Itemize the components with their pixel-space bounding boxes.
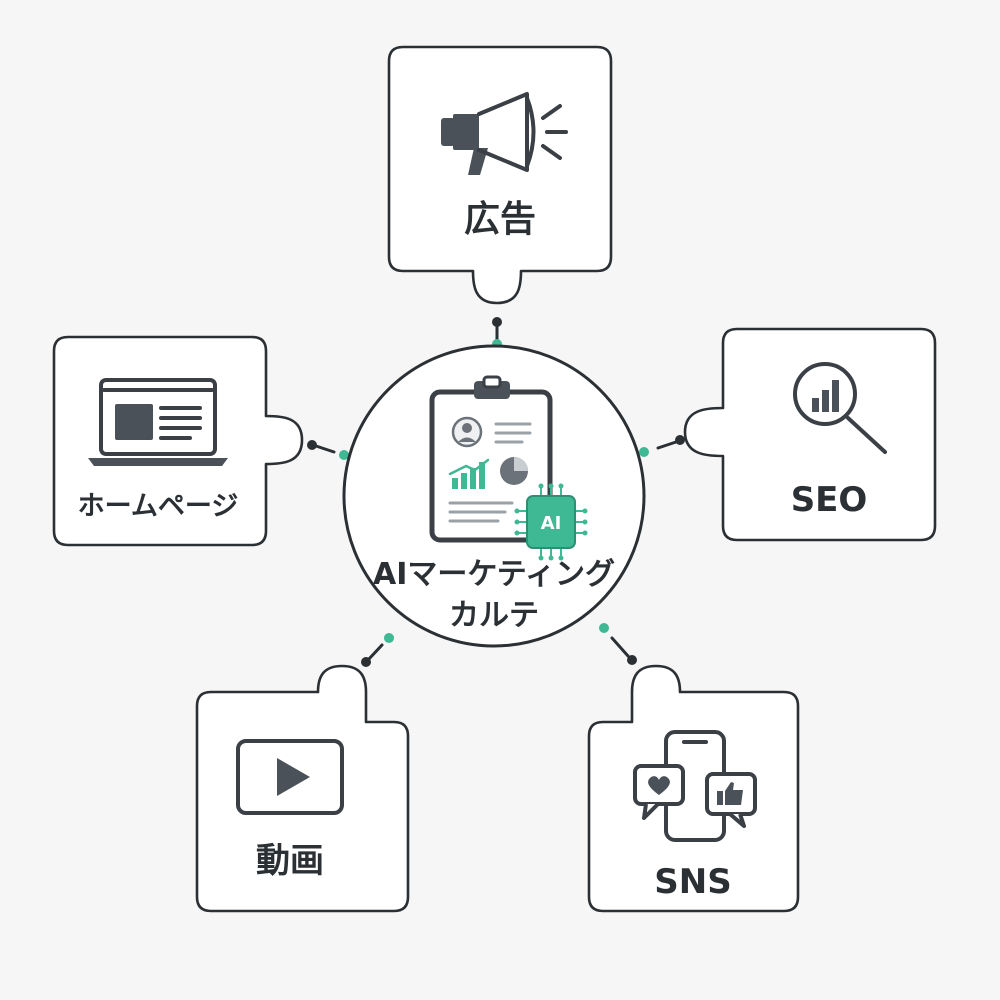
laptop-icon [88, 378, 228, 466]
connector-sns-end-dot [627, 655, 637, 665]
center-title-line2: カルテ [449, 598, 539, 633]
center-node[interactable]: AI AIマーケティング カルテ [342, 344, 646, 648]
smartphone-social-icon [633, 730, 757, 842]
ai-chip-icon: AI [514, 483, 588, 561]
node-ad[interactable]: 広告 [387, 45, 613, 305]
homepage-label: ホームページ [78, 491, 239, 522]
ad-label: 広告 [464, 199, 536, 240]
connectors [307, 317, 685, 667]
puzzle-piece-ad [387, 45, 613, 305]
connector-seo [656, 440, 678, 450]
node-seo[interactable]: SEO [683, 327, 937, 542]
connector-seo-start-dot [639, 447, 649, 457]
connector-ad-end-dot [492, 317, 502, 327]
node-video[interactable]: 動画 [195, 664, 410, 913]
connector-homepage-end-dot [307, 440, 317, 450]
connector-sns-start-dot [599, 623, 609, 633]
puzzle-piece-sns [587, 664, 800, 913]
connector-sns [610, 636, 630, 658]
sns-label: SNS [654, 862, 731, 902]
connector-seo-end-dot [675, 435, 685, 445]
video-label: 動画 [256, 841, 324, 881]
puzzle-piece-video [195, 664, 410, 913]
connector-video [366, 643, 384, 662]
connector-video-end-dot [361, 657, 371, 667]
center-title-line1: AIマーケティング [373, 557, 615, 592]
megaphone-icon [441, 92, 568, 175]
clipboard-report-icon [429, 375, 553, 543]
seo-label: SEO [791, 480, 868, 520]
connector-homepage [314, 444, 336, 454]
node-sns[interactable]: SNS [587, 664, 800, 913]
node-homepage[interactable]: ホームページ [52, 335, 304, 547]
connector-video-start-dot [384, 633, 394, 643]
puzzle-piece-seo [683, 327, 937, 542]
ai-chip-label: AI [541, 513, 562, 534]
connector-homepage-start-dot [339, 450, 349, 460]
play-video-icon [236, 739, 344, 815]
magnifier-chart-icon [793, 362, 887, 454]
